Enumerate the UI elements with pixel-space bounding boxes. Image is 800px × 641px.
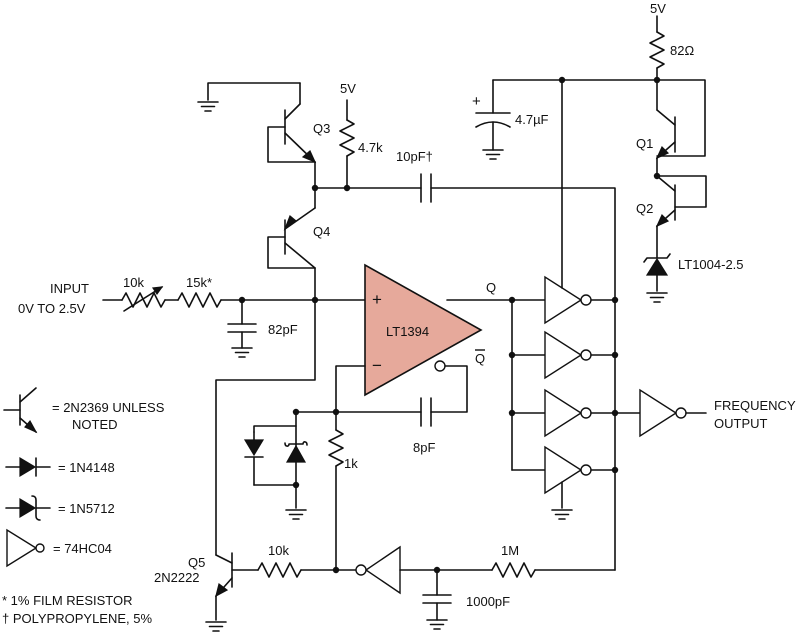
legend-transistor-symbol xyxy=(3,387,38,434)
transistor-q3 xyxy=(267,82,317,164)
input-label: INPUT xyxy=(50,281,89,296)
inverter-bank-3 xyxy=(544,388,592,438)
label-c-10pf: 10pF† xyxy=(396,149,433,164)
label-r-15k: 15k* xyxy=(186,275,212,290)
capacitor-10pf xyxy=(420,173,432,203)
legend-diode-symbol xyxy=(5,456,51,478)
label-r-10k-trim: 10k xyxy=(123,275,144,290)
label-q3: Q3 xyxy=(313,121,330,136)
output-label: FREQUENCY xyxy=(714,398,796,413)
cap-plus-sign: + xyxy=(472,93,481,110)
legend-transistor: = 2N2369 UNLESS xyxy=(52,400,165,415)
label-lt1004: LT1004-2.5 xyxy=(678,257,744,272)
vcc-left-label: 5V xyxy=(340,81,356,96)
legend-schottky: = 1N5712 xyxy=(58,501,115,516)
vcc-right-label: 5V xyxy=(650,1,666,16)
wire-node-q5 xyxy=(215,299,316,556)
resistor-82ohm xyxy=(649,31,665,69)
legend-inverter-symbol xyxy=(6,528,45,568)
junction-dots xyxy=(238,76,661,574)
wire-diode-top xyxy=(253,425,297,433)
label-r-82: 82Ω xyxy=(670,43,694,58)
resistor-1k xyxy=(328,411,344,571)
wire-minus-node xyxy=(335,365,366,413)
label-r-1m: 1M xyxy=(501,543,519,558)
label-q1: Q1 xyxy=(636,136,653,151)
label-r-1k: 1k xyxy=(344,456,358,471)
qbar-bubble xyxy=(434,360,446,372)
label-r-4k7: 4.7k xyxy=(358,140,383,155)
output-label-2: OUTPUT xyxy=(714,416,768,431)
transistor-q2 xyxy=(655,175,707,259)
label-q2: Q2 xyxy=(636,201,653,216)
ground-q3-collector xyxy=(197,82,301,112)
inverter-bank-4 xyxy=(544,445,592,495)
label-q5-part: 2N2222 xyxy=(154,570,200,585)
legend-inverter: = 74HC04 xyxy=(53,541,112,556)
legend-schottky-symbol xyxy=(5,495,51,521)
transistor-q4 xyxy=(267,207,316,269)
capacitor-8pf xyxy=(420,397,432,427)
capacitor-1000pf xyxy=(422,569,452,630)
label-c-4u7: 4.7µF xyxy=(515,112,549,127)
input-range: 0V TO 2.5V xyxy=(18,301,86,316)
comparator-plus: + xyxy=(372,290,382,309)
label-q-bar: Q xyxy=(475,351,485,366)
note-capacitor: † POLYPROPYLENE, 5% xyxy=(2,611,152,626)
resistor-1m xyxy=(491,562,536,578)
wire-top-rail xyxy=(492,79,706,157)
inverter-output xyxy=(639,388,687,438)
label-r-10k-base: 10k xyxy=(268,543,289,558)
resistor-15k xyxy=(177,292,222,308)
inverter-bank-1 xyxy=(544,275,592,325)
transistor-q5 xyxy=(205,552,233,632)
wire-10pf-right xyxy=(430,187,616,571)
comparator-label: LT1394 xyxy=(386,324,429,339)
capacitor-82pf xyxy=(227,299,257,358)
reference-lt1004 xyxy=(643,253,671,303)
label-q5: Q5 xyxy=(188,555,205,570)
label-q4: Q4 xyxy=(313,224,330,239)
legend-transistor-2: NOTED xyxy=(72,417,118,432)
comparator-lt1394 xyxy=(364,263,483,397)
note-resistor: * 1% FILM RESISTOR xyxy=(2,593,133,608)
comparator-minus: − xyxy=(372,356,382,375)
label-q-out: Q xyxy=(486,280,496,295)
label-c-82pf: 82pF xyxy=(268,322,298,337)
diode-1n4148 xyxy=(243,431,265,486)
inverter-feedback xyxy=(355,545,401,595)
transistor-q1 xyxy=(655,79,676,177)
capacitor-4u7 xyxy=(475,79,511,160)
inverter-bank-2 xyxy=(544,330,592,380)
legend-diode: = 1N4148 xyxy=(58,460,115,475)
label-c-8pf: 8pF xyxy=(413,440,435,455)
resistor-10k-base xyxy=(257,562,302,578)
wire-qbar-8pf xyxy=(430,365,468,413)
resistor-4k7 xyxy=(339,99,355,189)
label-c-1000pf: 1000pF xyxy=(466,594,510,609)
resistor-10k-trim xyxy=(121,286,166,312)
